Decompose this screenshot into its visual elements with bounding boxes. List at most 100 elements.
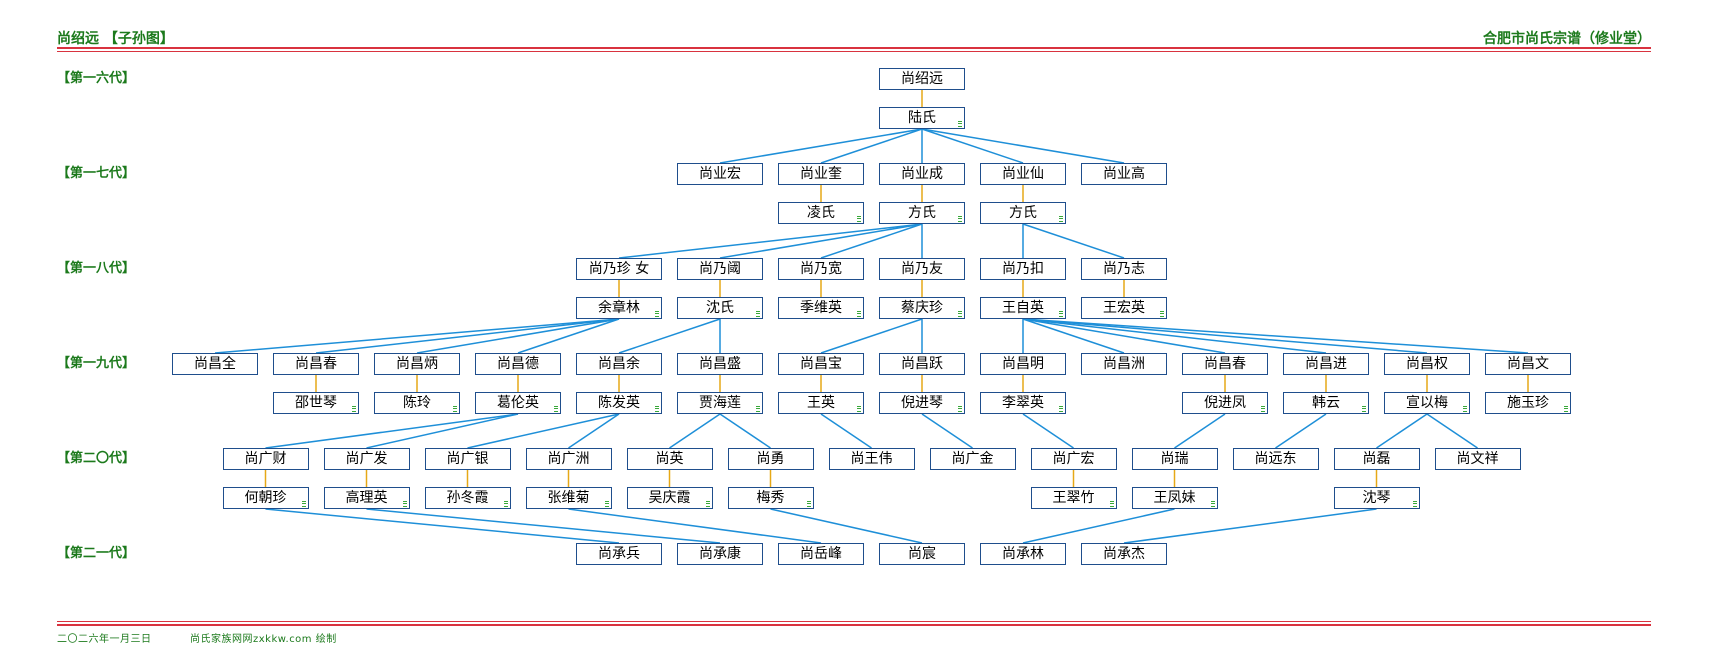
member-node[interactable]: 尚瑞 <box>1131 448 1218 470</box>
member-node[interactable]: 尚承兵 <box>576 543 662 565</box>
member-node[interactable]: 尚业高 <box>1081 163 1167 185</box>
spouse-node[interactable]: 季维英 <box>778 297 864 319</box>
expand-marker-icon[interactable] <box>1412 501 1417 507</box>
member-node[interactable]: 尚岳峰 <box>778 543 864 565</box>
member-node[interactable]: 尚广银 <box>424 448 511 470</box>
spouse-node[interactable]: 王英 <box>778 392 864 414</box>
spouse-node[interactable]: 何朝珍 <box>222 487 309 509</box>
member-node[interactable]: 尚昌盛 <box>677 353 763 375</box>
member-node[interactable]: 尚王伟 <box>828 448 915 470</box>
member-node[interactable]: 尚昌明 <box>980 353 1066 375</box>
member-node[interactable]: 尚乃志 <box>1081 258 1167 280</box>
member-node[interactable]: 尚乃宽 <box>778 258 864 280</box>
member-node[interactable]: 尚昌跃 <box>879 353 965 375</box>
spouse-node[interactable]: 邵世琴 <box>273 392 359 414</box>
expand-marker-icon[interactable] <box>756 311 760 317</box>
spouse-node[interactable]: 沈氏 <box>677 297 763 319</box>
spouse-node[interactable]: 方氏 <box>879 202 965 224</box>
member-node[interactable]: 尚乃扣 <box>980 258 1066 280</box>
member-node[interactable]: 尚广宏 <box>1030 448 1117 470</box>
expand-marker-icon[interactable] <box>604 501 609 507</box>
member-node[interactable]: 尚昌炳 <box>374 353 460 375</box>
member-node[interactable]: 尚英 <box>626 448 713 470</box>
expand-marker-icon[interactable] <box>1210 501 1215 507</box>
member-node[interactable]: 尚勇 <box>727 448 814 470</box>
member-node[interactable]: 尚广洲 <box>525 448 612 470</box>
expand-marker-icon[interactable] <box>958 406 962 412</box>
spouse-node[interactable]: 余章林 <box>576 297 662 319</box>
spouse-node[interactable]: 施玉珍 <box>1485 392 1571 414</box>
spouse-node[interactable]: 葛伦英 <box>475 392 561 414</box>
member-node[interactable]: 尚昌春 <box>273 353 359 375</box>
expand-marker-icon[interactable] <box>1059 216 1063 222</box>
spouse-node[interactable]: 孙冬霞 <box>424 487 511 509</box>
member-node[interactable]: 尚乃阈 <box>677 258 763 280</box>
spouse-node[interactable]: 倪进琴 <box>879 392 965 414</box>
expand-marker-icon[interactable] <box>402 501 407 507</box>
expand-marker-icon[interactable] <box>756 406 760 412</box>
expand-marker-icon[interactable] <box>1261 406 1265 412</box>
expand-marker-icon[interactable] <box>655 406 659 412</box>
expand-marker-icon[interactable] <box>301 501 306 507</box>
member-node[interactable]: 尚昌文 <box>1485 353 1571 375</box>
member-node[interactable]: 尚昌洲 <box>1081 353 1167 375</box>
member-node[interactable]: 尚昌余 <box>576 353 662 375</box>
expand-marker-icon[interactable] <box>958 311 962 317</box>
expand-marker-icon[interactable] <box>857 311 861 317</box>
spouse-node[interactable]: 李翠英 <box>980 392 1066 414</box>
spouse-node[interactable]: 倪进凤 <box>1182 392 1268 414</box>
expand-marker-icon[interactable] <box>958 216 962 222</box>
expand-marker-icon[interactable] <box>1059 406 1063 412</box>
member-node[interactable]: 尚昌进 <box>1283 353 1369 375</box>
expand-marker-icon[interactable] <box>1109 501 1114 507</box>
member-node[interactable]: 尚承杰 <box>1081 543 1167 565</box>
expand-marker-icon[interactable] <box>1059 311 1063 317</box>
member-node[interactable]: 尚远东 <box>1232 448 1319 470</box>
spouse-node[interactable]: 梅秀 <box>727 487 814 509</box>
expand-marker-icon[interactable] <box>857 406 861 412</box>
member-node[interactable]: 尚业奎 <box>778 163 864 185</box>
spouse-node[interactable]: 高理英 <box>323 487 410 509</box>
expand-marker-icon[interactable] <box>655 311 659 317</box>
spouse-node[interactable]: 蔡庆珍 <box>879 297 965 319</box>
expand-marker-icon[interactable] <box>1160 311 1164 317</box>
member-node[interactable]: 尚业仙 <box>980 163 1066 185</box>
spouse-node[interactable]: 贾海莲 <box>677 392 763 414</box>
expand-marker-icon[interactable] <box>1564 406 1568 412</box>
member-node[interactable]: 尚广发 <box>323 448 410 470</box>
spouse-node[interactable]: 王宏英 <box>1081 297 1167 319</box>
expand-marker-icon[interactable] <box>1362 406 1366 412</box>
expand-marker-icon[interactable] <box>857 216 861 222</box>
expand-marker-icon[interactable] <box>453 406 457 412</box>
member-node[interactable]: 尚绍远 <box>879 68 965 90</box>
spouse-node[interactable]: 凌氏 <box>778 202 864 224</box>
expand-marker-icon[interactable] <box>352 406 356 412</box>
expand-marker-icon[interactable] <box>1463 406 1467 412</box>
spouse-node[interactable]: 宣以梅 <box>1384 392 1470 414</box>
expand-marker-icon[interactable] <box>503 501 508 507</box>
spouse-node[interactable]: 陆氏 <box>879 107 965 129</box>
member-node[interactable]: 尚昌宝 <box>778 353 864 375</box>
member-node[interactable]: 尚昌德 <box>475 353 561 375</box>
member-node[interactable]: 尚广金 <box>929 448 1016 470</box>
member-node[interactable]: 尚广财 <box>222 448 309 470</box>
member-node[interactable]: 尚昌权 <box>1384 353 1470 375</box>
member-node[interactable]: 尚磊 <box>1333 448 1420 470</box>
spouse-node[interactable]: 沈琴 <box>1333 487 1420 509</box>
spouse-node[interactable]: 王翠竹 <box>1030 487 1117 509</box>
expand-marker-icon[interactable] <box>705 501 710 507</box>
expand-marker-icon[interactable] <box>958 121 962 127</box>
member-node[interactable]: 尚文祥 <box>1434 448 1521 470</box>
member-node[interactable]: 尚业宏 <box>677 163 763 185</box>
member-node[interactable]: 尚宸 <box>879 543 965 565</box>
member-node[interactable]: 尚承林 <box>980 543 1066 565</box>
spouse-node[interactable]: 韩云 <box>1283 392 1369 414</box>
member-node[interactable]: 尚业成 <box>879 163 965 185</box>
member-node[interactable]: 尚承康 <box>677 543 763 565</box>
member-node[interactable]: 尚昌春 <box>1182 353 1268 375</box>
spouse-node[interactable]: 吴庆霞 <box>626 487 713 509</box>
member-node[interactable]: 尚乃珍 女 <box>576 258 662 280</box>
member-node[interactable]: 尚乃友 <box>879 258 965 280</box>
spouse-node[interactable]: 方氏 <box>980 202 1066 224</box>
spouse-node[interactable]: 陈发英 <box>576 392 662 414</box>
